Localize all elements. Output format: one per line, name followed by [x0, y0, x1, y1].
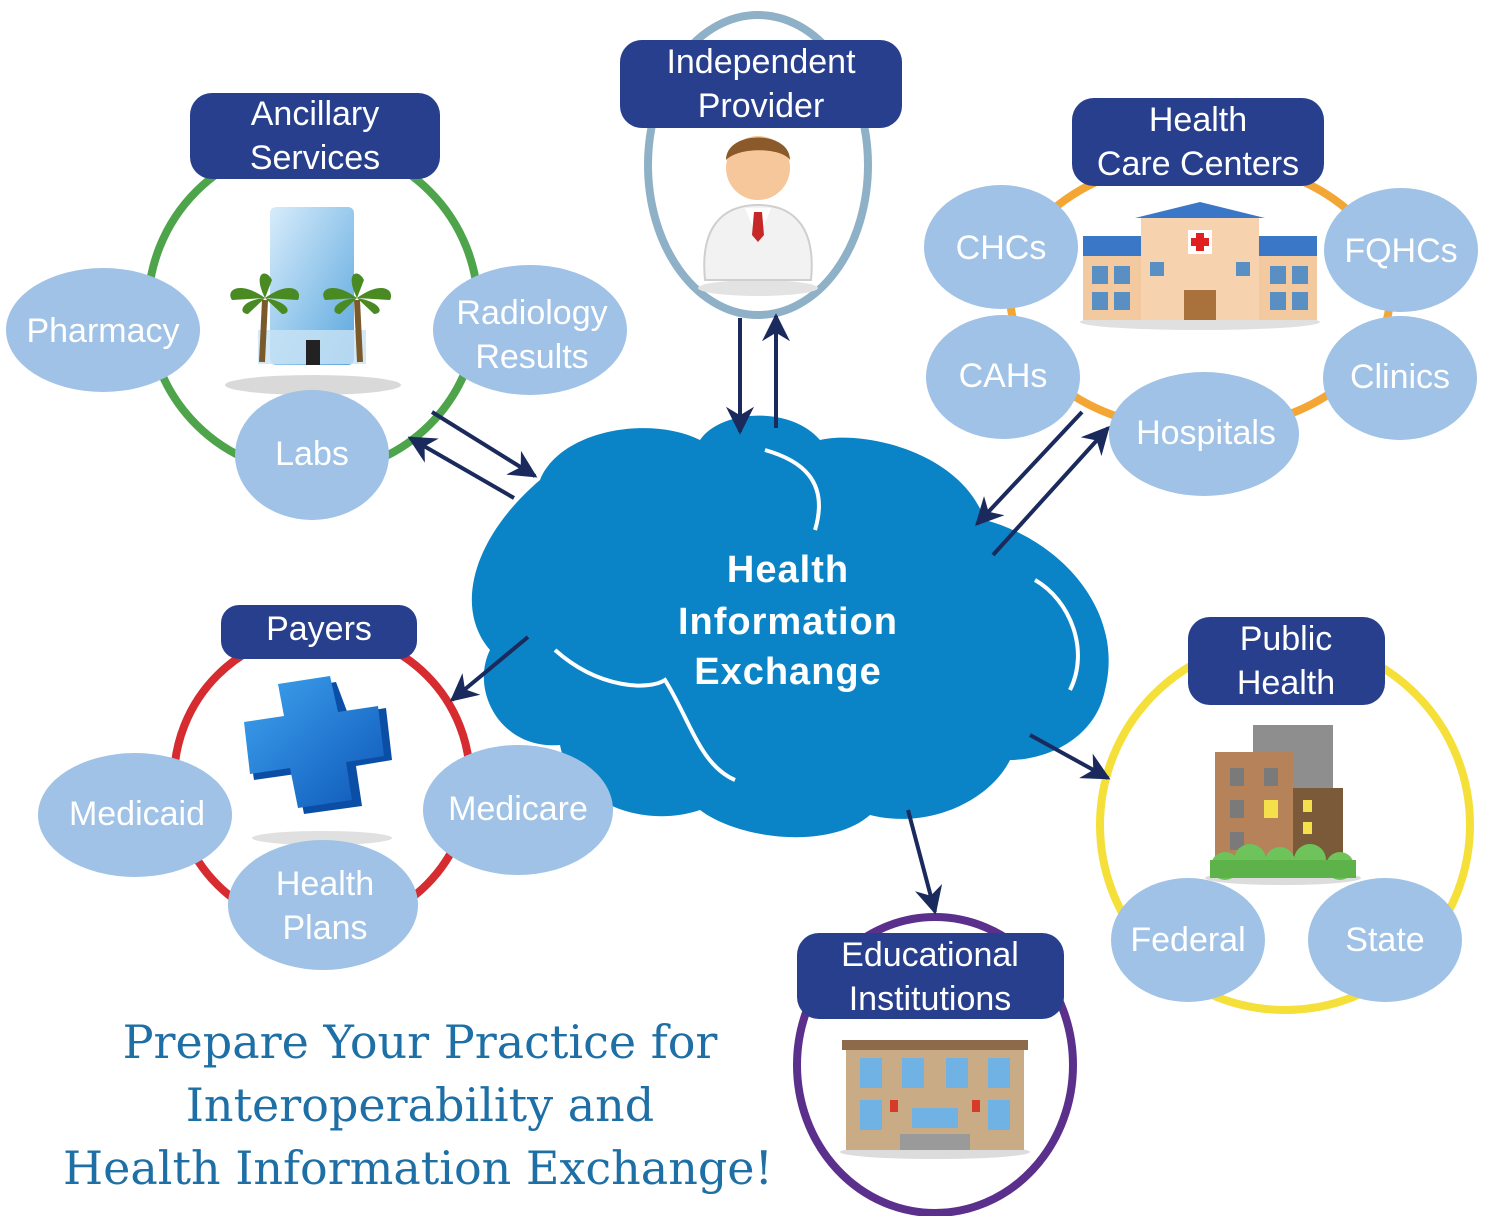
bubble-fqhcs: [1324, 188, 1478, 312]
city-buildings-icon: [1205, 725, 1361, 885]
ancillary-title-line-1: Ancillary: [251, 95, 379, 133]
education-ring: [793, 913, 1077, 1216]
pharmacy-label: Pharmacy: [26, 312, 179, 350]
education-title-line-1: Educational: [841, 936, 1019, 974]
school-building-icon: [840, 1040, 1030, 1159]
cloud-title-line-3: Exchange: [694, 651, 882, 693]
labs-label: Labs: [275, 435, 349, 473]
arrow-to-payers: [449, 635, 530, 702]
hie-cloud: Health Information Exchange: [471, 415, 1109, 838]
payers-title: Payers: [266, 610, 372, 648]
public-title-line-1: Public: [1240, 620, 1333, 658]
doctor-icon: [698, 136, 818, 296]
bubble-health-plans: [228, 840, 418, 970]
cloud-title-line-1: Health: [727, 549, 849, 591]
education-header: [797, 933, 1064, 1019]
tagline-line-2: Interoperability and: [186, 1078, 654, 1132]
health-plans-label-line-2: Plans: [282, 909, 367, 947]
bubble-medicaid: [38, 753, 232, 877]
arrow-from-ancillary: [407, 436, 515, 500]
public-header: [1188, 617, 1385, 705]
arrow-from-centers: [975, 410, 1084, 527]
bubbles: [6, 185, 1478, 1002]
bubble-medicare: [423, 745, 613, 875]
bubble-federal: [1111, 878, 1265, 1002]
arrow-to-public: [1029, 733, 1111, 780]
centers-title-line-2: Care Centers: [1097, 145, 1299, 183]
hospitals-label: Hospitals: [1136, 414, 1276, 452]
arrow-to-education: [906, 809, 943, 915]
federal-label: Federal: [1130, 921, 1245, 959]
public-title-line-2: Health: [1237, 664, 1335, 702]
tagline-line-1: Prepare Your Practice for: [123, 1015, 718, 1069]
clinics-label: Clinics: [1350, 358, 1450, 396]
tagline-line-3: Health Information Exchange!: [63, 1141, 773, 1195]
arrow-to-ancillary: [430, 410, 538, 478]
bubble-hospitals: [1109, 372, 1299, 496]
hospital-building-icon: [1080, 202, 1320, 330]
centers-title-line-1: Health: [1149, 101, 1247, 139]
bubble-cahs: [926, 315, 1080, 439]
cahs-label: CAHs: [959, 357, 1048, 395]
chcs-label: CHCs: [956, 229, 1047, 267]
centers-header: [1072, 98, 1324, 186]
medical-cross-icon: [244, 676, 392, 845]
medicaid-label: Medicaid: [69, 795, 205, 833]
bubble-radiology: [433, 265, 627, 395]
connector-arrows: [407, 313, 1111, 915]
cloud-title-line-2: Information: [678, 601, 898, 643]
arrow-to-centers: [991, 425, 1110, 557]
medicare-label: Medicare: [448, 790, 588, 828]
payers-header: [221, 605, 417, 659]
provider-title-line-1: Independent: [666, 43, 856, 81]
provider-title-line-2: Provider: [698, 87, 825, 125]
bubble-state: [1308, 878, 1462, 1002]
radiology-label-line-2: Results: [475, 338, 588, 376]
bubble-pharmacy: [6, 268, 200, 392]
ancillary-header: [190, 93, 440, 179]
bubble-chcs: [924, 185, 1078, 309]
health-plans-label-line-1: Health: [276, 865, 374, 903]
bubble-labs: [235, 390, 389, 520]
fqhcs-label: FQHCs: [1344, 232, 1457, 270]
provider-header: [620, 40, 902, 128]
bubble-clinics: [1323, 316, 1477, 440]
office-building-palms-icon: [225, 207, 401, 395]
ancillary-title-line-2: Services: [250, 139, 380, 177]
radiology-label-line-1: Radiology: [456, 294, 607, 332]
education-title-line-2: Institutions: [849, 980, 1012, 1018]
state-label: State: [1345, 921, 1424, 959]
